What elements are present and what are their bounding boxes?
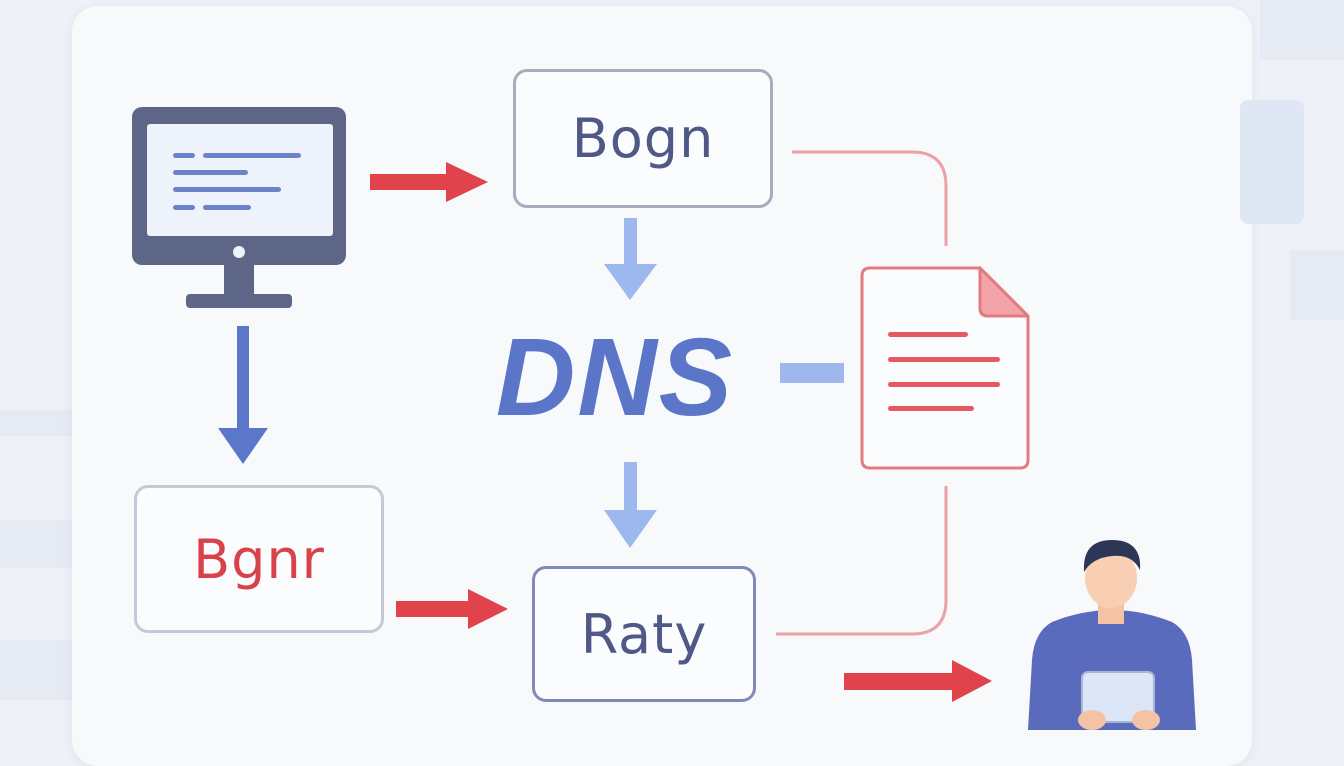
- arrow-raty-to-user: [844, 660, 992, 702]
- person-with-tablet-icon: [1028, 540, 1196, 730]
- computer-monitor-icon: [132, 107, 346, 308]
- node-raty: Raty: [532, 566, 756, 702]
- arrow-monitor-to-bogn: [370, 162, 488, 202]
- arrow-dns-to-raty: [604, 462, 657, 548]
- diagram-canvas: [132, 107, 1196, 730]
- background-stripe: [1290, 250, 1344, 320]
- connector-dns-to-document: [780, 363, 844, 383]
- background-stripe: [1260, 0, 1344, 60]
- dns-title: DNS: [495, 315, 735, 439]
- node-bogn: Bogn: [513, 69, 773, 208]
- connector-bogn-to-document: [792, 150, 948, 246]
- arrow-bogn-to-dns: [604, 218, 657, 300]
- document-icon: [860, 266, 1030, 470]
- arrow-monitor-to-bgnr: [218, 326, 268, 464]
- node-bgnr: Bgnr: [134, 485, 384, 633]
- side-card: [1240, 100, 1304, 224]
- connector-document-to-raty: [776, 486, 948, 636]
- node-bogn-label: Bogn: [571, 107, 715, 170]
- node-bgnr-label: Bgnr: [193, 527, 325, 591]
- arrow-bgnr-to-raty: [396, 589, 508, 629]
- node-raty-label: Raty: [580, 602, 708, 666]
